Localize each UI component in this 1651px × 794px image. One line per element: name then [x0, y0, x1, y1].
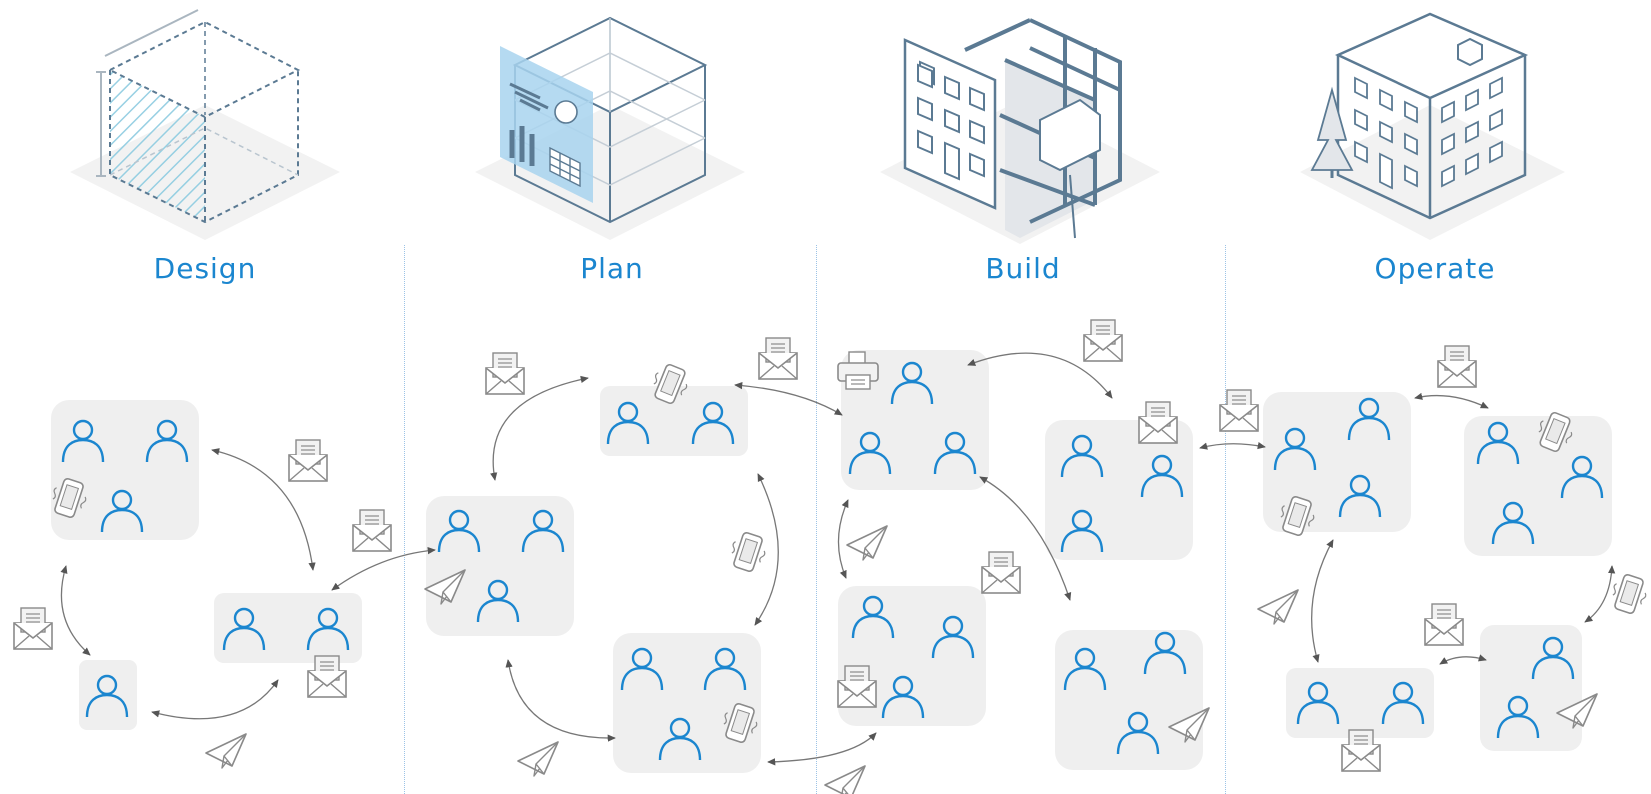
plan-cube-illustration: [475, 16, 745, 240]
phase-divider: [404, 245, 405, 794]
phase-divider: [816, 245, 817, 794]
phase-title-build: Build: [985, 252, 1061, 285]
phase-divider: [1225, 245, 1226, 794]
phase-title-design: Design: [153, 252, 257, 285]
operate-building-illustration: [1300, 12, 1565, 240]
team-groups: [51, 350, 1612, 773]
phase-title-plan: Plan: [580, 252, 644, 285]
build-building-illustration: [880, 18, 1160, 244]
design-cube-illustration: [70, 9, 340, 240]
phase-title-operate: Operate: [1374, 252, 1496, 285]
connector-arrows: [60, 352, 1616, 766]
